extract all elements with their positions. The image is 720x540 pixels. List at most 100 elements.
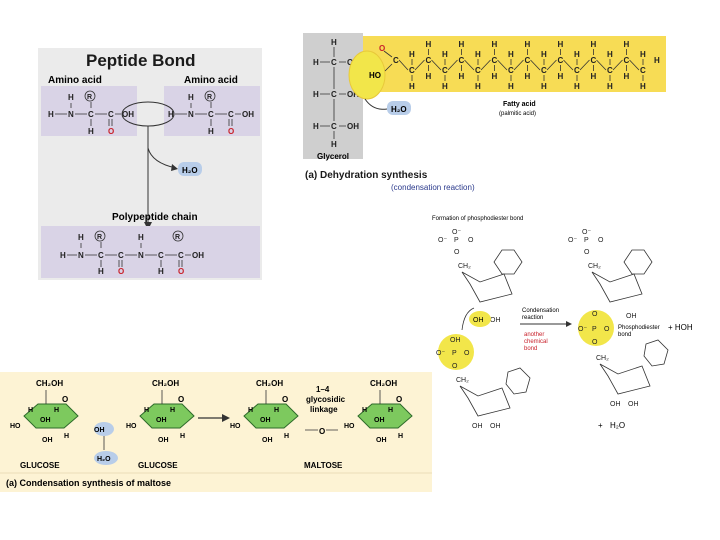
atom-h: H (508, 82, 514, 91)
atom-h: H (591, 72, 597, 81)
bond-lines (320, 47, 346, 139)
atom-h: H (398, 433, 403, 440)
atom-oh: OH (347, 122, 359, 131)
r-group-circle (172, 230, 184, 242)
atom-c: C (508, 66, 514, 75)
phosphate-group: OH O⁻ P O O CH₂ OH OH (436, 337, 531, 430)
oh-label: OH (610, 401, 621, 408)
atom-h: H (388, 407, 393, 414)
atom-h: H (459, 40, 465, 49)
maltose-diagram: CH₂OHOHHOHHHOOHCH₂OHOHHOHHHOOHCH₂OHOHHOH… (0, 372, 432, 492)
amino-acid-label-1: Amino acid (48, 75, 102, 86)
phosphodiester-diagram: Formation of phosphodiester bond O⁻ O⁻ P… (432, 216, 693, 430)
maltose-ring-2 (357, 403, 413, 429)
atom-h: H (574, 82, 580, 91)
atom-n: N (188, 110, 194, 119)
bond-line (530, 59, 541, 71)
atom-h: H (475, 50, 481, 59)
oh-highlight (469, 311, 491, 327)
maltose-caption: (a) Condensation synthesis of maltose (6, 478, 171, 488)
ho-label: HO (126, 423, 137, 430)
bond-line (629, 59, 640, 71)
atom-h: H (248, 407, 253, 414)
oh-label: OH (94, 427, 105, 434)
atom-c: C (591, 56, 597, 65)
atom-o: O (379, 44, 385, 53)
amino-acid-2-structure: H R H N C C H O OH (168, 90, 254, 136)
phosphodiester-title: Formation of phosphodiester bond (432, 216, 523, 222)
atom-o: O (452, 363, 458, 370)
ch2: CH₂ (458, 263, 471, 270)
atom-h: H (624, 72, 630, 81)
phosphodiester-bond-label: bond (618, 332, 631, 338)
atom-c: C (228, 110, 234, 119)
glucose-label-2: GLUCOSE (138, 461, 178, 470)
atom-h: H (607, 82, 613, 91)
atom-p: P (592, 326, 597, 333)
sugar-ring (599, 363, 651, 395)
ho-label: HO (344, 423, 355, 430)
atom-h: H (313, 58, 319, 67)
atom-h: H (208, 127, 214, 136)
atom-o: O (604, 326, 610, 333)
ho-label: HO (10, 423, 21, 430)
atom-o: O (454, 249, 460, 256)
ho-label: HO (230, 423, 241, 430)
base-ring (643, 339, 669, 367)
atom-h: H (144, 407, 149, 414)
atom-h: H (274, 407, 279, 414)
dehydration-synthesis-panel: H H C OH H C OH H C OH H Glycerol HO O C… (303, 33, 668, 195)
atom-h: H (640, 82, 646, 91)
oh-label: OH (260, 417, 271, 424)
atom-c: C (331, 90, 337, 99)
atom-c: C (88, 110, 94, 119)
bond-line (497, 59, 508, 71)
atom-c: C (541, 66, 547, 75)
atom-o-minus: O⁻ (578, 326, 587, 333)
atom-h: H (313, 90, 319, 99)
atom-c: C (475, 66, 481, 75)
phosphodiester-bond: O O⁻ P O O CH₂ OH OH (578, 311, 669, 408)
atom-h: H (558, 40, 564, 49)
atom-c: C (525, 56, 531, 65)
atom-c: C (492, 56, 498, 65)
atom-h: H (331, 140, 337, 149)
atom-h: H (525, 72, 531, 81)
oh-label: OH (40, 417, 51, 424)
atom-h: H (442, 82, 448, 91)
water-bubble (94, 451, 118, 465)
atom-o-minus: O⁻ (452, 229, 461, 236)
r-group: R (175, 234, 180, 241)
atom-c: C (108, 110, 114, 119)
atom-o: O (598, 237, 604, 244)
r-group-circle (204, 90, 216, 102)
atom-n: N (78, 251, 84, 260)
r-group: R (87, 94, 92, 101)
atom-h: H (654, 56, 660, 65)
atom-h: H (138, 233, 144, 242)
atom-h: H (78, 233, 84, 242)
bond-line (563, 59, 574, 71)
sugar-ring (461, 271, 513, 303)
atom-oh: OH (192, 251, 204, 260)
ring-oxygen: O (282, 395, 288, 404)
another-chemical-bond: chemical (524, 339, 548, 345)
atom-h: H (409, 50, 415, 59)
glycerol-label: Glycerol (317, 152, 349, 161)
atom-h: H (28, 407, 33, 414)
ring-oxygen: O (62, 395, 68, 404)
atom-o-minus: O⁻ (568, 237, 577, 244)
another-chemical-bond: bond (524, 346, 537, 352)
atom-oh: OH (347, 90, 359, 99)
oh-label: OH (628, 401, 639, 408)
atom-h: H (624, 40, 630, 49)
bond-line (447, 59, 458, 71)
ring-oxygen: O (178, 395, 184, 404)
water-bubble (387, 101, 411, 115)
linkage-label: 1–4 (316, 385, 330, 394)
atom-h: H (64, 433, 69, 440)
atom-h: H (170, 407, 175, 414)
atom-h: H (591, 40, 597, 49)
atom-o-minus: O⁻ (582, 229, 591, 236)
atom-c: C (98, 251, 104, 260)
